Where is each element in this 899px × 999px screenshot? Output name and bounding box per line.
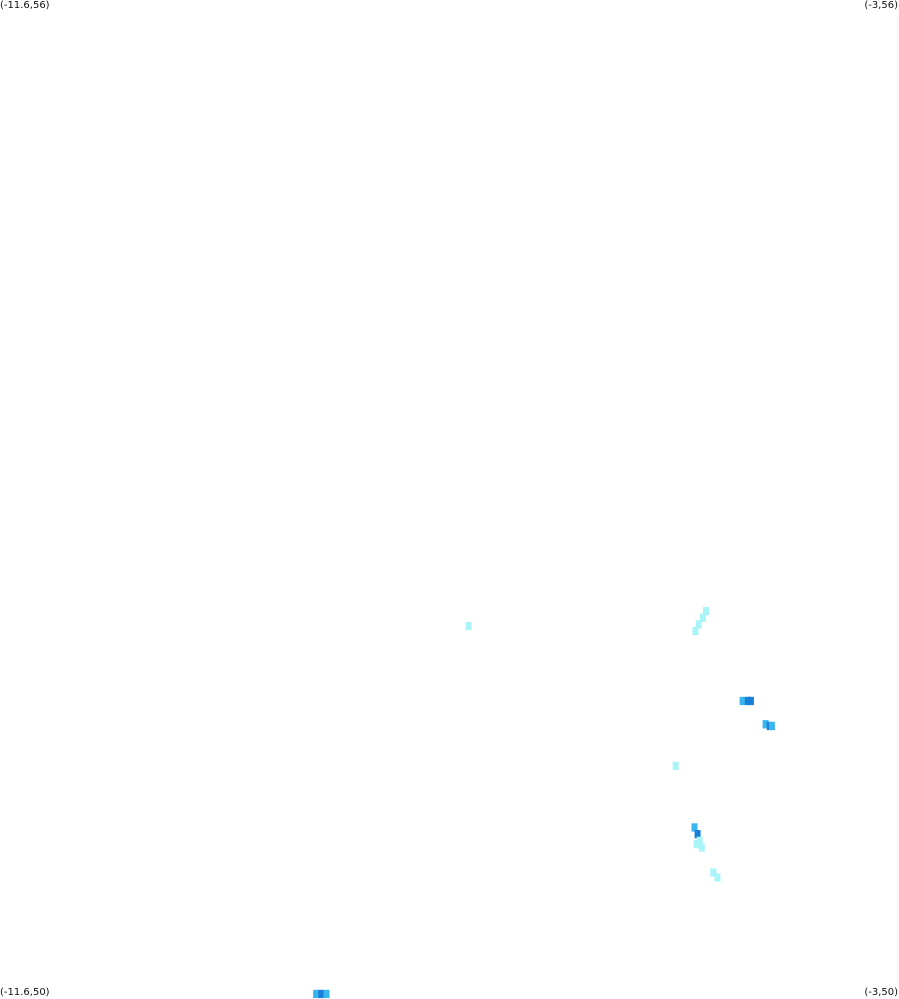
map-cell bbox=[739, 696, 746, 706]
map-cell bbox=[768, 721, 775, 731]
map-cell bbox=[747, 696, 754, 706]
map-cell bbox=[465, 621, 472, 631]
map-cell bbox=[313, 989, 320, 999]
corner-label-top-right: (-3,56) bbox=[864, 0, 898, 11]
map-cell bbox=[694, 830, 701, 839]
map-cell bbox=[703, 606, 709, 616]
map-cell bbox=[695, 620, 702, 629]
map-cell bbox=[714, 873, 721, 882]
map-cell bbox=[323, 989, 330, 999]
map-cell bbox=[691, 823, 698, 832]
map-cell bbox=[318, 989, 325, 999]
map-cell bbox=[692, 626, 699, 636]
map-cell bbox=[698, 843, 705, 852]
map-cell bbox=[762, 720, 769, 729]
map-cell bbox=[672, 761, 679, 770]
map-cell bbox=[693, 840, 700, 849]
corner-label-top-left: (-11.6,56) bbox=[0, 0, 50, 11]
corner-label-bottom-left: (-11.6,50) bbox=[0, 987, 50, 998]
map-cell bbox=[744, 696, 751, 706]
map-cell bbox=[699, 613, 706, 622]
map-cell bbox=[710, 868, 717, 877]
map-cell bbox=[696, 836, 703, 845]
corner-label-bottom-right: (-3,50) bbox=[864, 987, 898, 998]
